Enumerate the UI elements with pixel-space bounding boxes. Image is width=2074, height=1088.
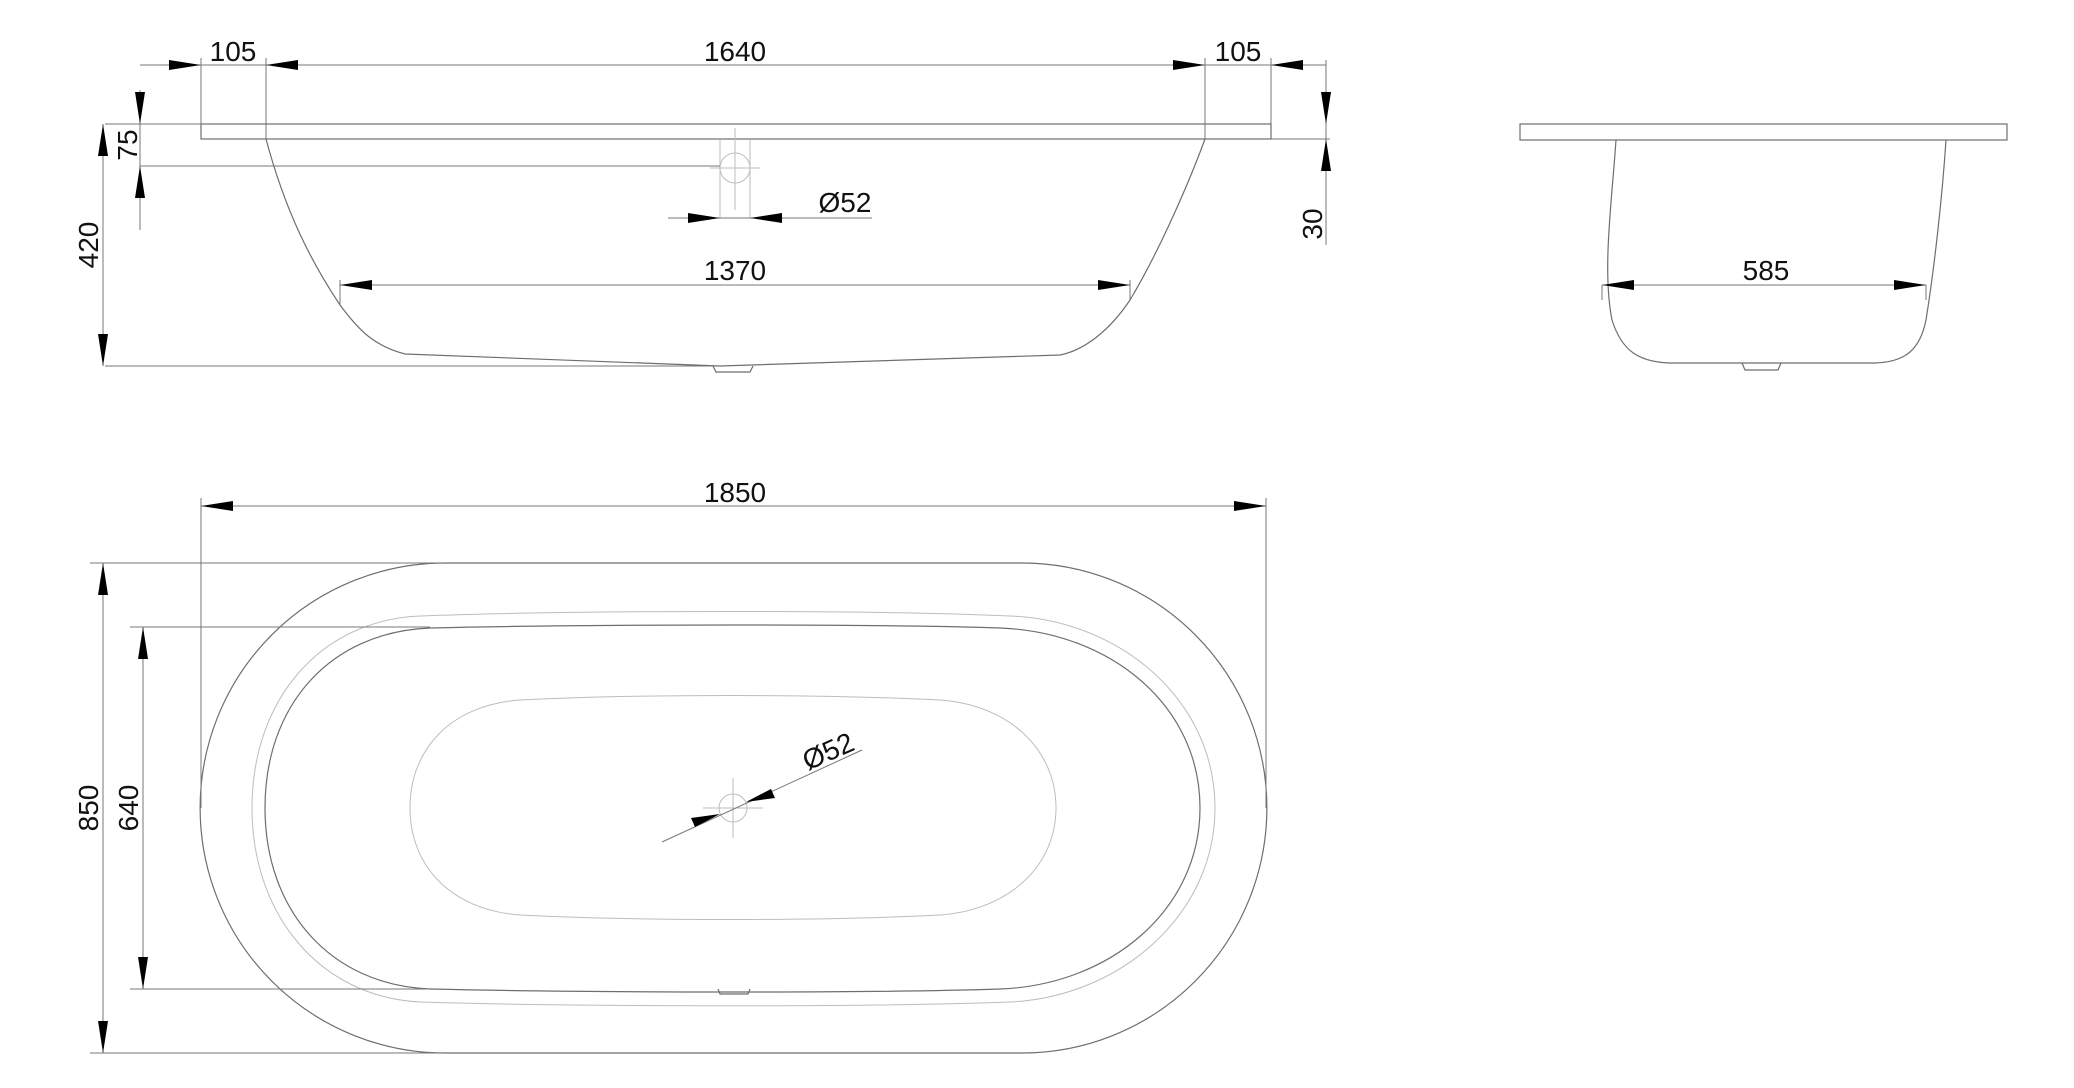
top-drain <box>703 778 763 838</box>
end-tub-body <box>1607 139 1947 364</box>
dim-edge-thickness-label: 30 <box>1297 208 1328 239</box>
dimension-labels: 105 1640 105 75 420 Ø52 1370 30 585 1850… <box>73 36 1789 831</box>
top-drain-foot <box>717 988 751 995</box>
dim-rim-left-label: 105 <box>210 36 257 67</box>
dim-overall-width-label: 850 <box>73 785 104 832</box>
dim-rim-right-label: 105 <box>1215 36 1262 67</box>
side-extension-lines <box>105 58 1330 367</box>
side-drain-foot <box>712 365 754 373</box>
dim-inner-width-label: 640 <box>113 785 144 832</box>
dim-drain-side-label: Ø52 <box>819 187 872 218</box>
dimension-lines <box>102 64 1926 1053</box>
top-bottom-floor <box>409 695 1057 920</box>
dim-inner-length-label: 1640 <box>704 36 766 67</box>
side-overflow <box>710 128 760 218</box>
dim-bottom-length-label: 1370 <box>704 255 766 286</box>
dim-drain-top-label: Ø52 <box>798 726 859 776</box>
dim-overall-length-label: 1850 <box>704 477 766 508</box>
side-tub-body <box>265 138 1206 367</box>
dim-rim-height-label: 75 <box>112 129 143 160</box>
top-extension-lines <box>90 498 1267 1054</box>
end-rim <box>1519 123 2008 141</box>
end-drain-foot <box>1741 362 1782 371</box>
top-view <box>90 498 1268 1054</box>
dim-overall-depth-label: 420 <box>73 222 104 269</box>
arrowheads <box>98 60 1926 1053</box>
end-view <box>1519 123 2008 371</box>
side-rim <box>200 123 1272 140</box>
top-rim-inner <box>264 624 1201 993</box>
top-rim-inner-light <box>251 611 1216 1007</box>
top-outer-outline <box>199 562 1268 1054</box>
side-view <box>105 58 1330 373</box>
dim-end-bottom-width-label: 585 <box>1743 255 1790 286</box>
